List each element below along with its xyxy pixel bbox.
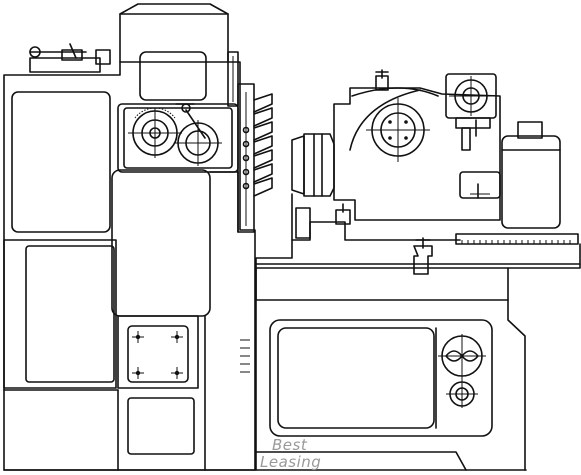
- left-column-body: [3, 61, 256, 471]
- motor-box: [501, 121, 561, 229]
- center-column-panel: [111, 169, 239, 317]
- table-bed: [255, 237, 581, 275]
- watermark-line-1: Best: [272, 436, 308, 454]
- access-cover: [117, 315, 199, 389]
- watermark: Best Leasing: [260, 436, 321, 471]
- watermark-line-2: Leasing: [260, 453, 321, 471]
- carriage-window: [459, 171, 501, 199]
- carriage-lower: [291, 193, 461, 241]
- lower-door: [117, 315, 206, 471]
- gauge-head: [445, 73, 497, 151]
- wheelhead: [291, 69, 501, 221]
- top-lever: [29, 43, 111, 73]
- gearbox-panel: [117, 103, 239, 173]
- vent-marks: [240, 339, 250, 373]
- top-tower: [119, 3, 239, 107]
- base-cabinet: [3, 267, 527, 471]
- scale-ruler: [455, 233, 579, 245]
- ribbed-fins: [237, 83, 273, 233]
